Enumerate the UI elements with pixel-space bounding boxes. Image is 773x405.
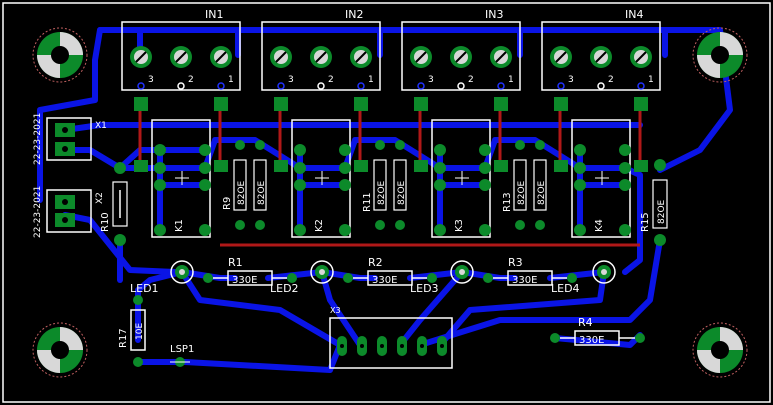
resistor-value: 10E [135,323,145,340]
led-ref: LED4 [551,282,580,295]
resistor-value: 330E [232,275,257,286]
resistor-ref: R1 [228,256,243,269]
speaker-ref: LSP1 [170,344,194,355]
led-1: LED1 [130,260,194,295]
resistor-ref: R11 [362,192,373,212]
resistor-value: 82OE [657,199,667,224]
relay-ref: K2 [314,219,325,232]
resistor-value: 82OE [257,180,267,205]
connector-ref: X2 [95,192,105,204]
mount-hole-bottom-left [32,322,88,378]
pin-number: 3 [148,75,154,85]
relay-ref: K3 [454,219,465,232]
resistor-r1: 330E R1 [203,256,297,286]
connector-date: 22-23-2021 [33,113,43,165]
mount-hole-top-left [32,27,88,83]
led-3: LED3 [410,260,474,295]
pin-number: 2 [608,75,614,85]
connector-ref: X3 [330,306,341,315]
speaker-lsp1: LSP1 [170,344,194,367]
terminal-block-in3: IN3 3 2 1 [401,8,521,111]
resistor-r2: 330E R2 [343,256,437,286]
pin-number: 2 [468,75,474,85]
resistor-r13: 82OE 82OE R13 [502,140,547,230]
resistor-r10: R10 [100,162,128,246]
relay-k4: K4 [554,119,648,238]
mounting-holes [32,27,748,378]
relay-k2: K2 [274,119,368,238]
resistor-ref: R9 [222,197,233,210]
pin-number: 1 [228,75,234,85]
resistor-r4: 330E R4 [550,316,645,346]
resistor-ref: R10 [100,212,111,232]
terminal-block-in1: IN1 3 2 1 [121,8,241,111]
mount-hole-bottom-right [692,322,748,378]
mount-hole-top-right [692,27,748,83]
pin-number: 1 [368,75,374,85]
terminal-block-in4: IN4 3 2 1 [541,8,661,111]
relay-ref: K4 [594,219,605,232]
pin-number: 1 [648,75,654,85]
terminal-label: IN3 [485,8,503,21]
resistor-r11: 82OE 82OE R11 [362,140,407,230]
resistor-ref: R2 [368,256,383,269]
resistor-ref: R4 [578,316,593,329]
connector-x3: X3 [329,306,453,369]
resistor-ref: R17 [118,328,129,348]
relay-k1: K1 [134,119,228,238]
resistor-value: 330E [512,275,537,286]
led-4: LED4 [551,260,616,295]
terminal-label: IN4 [625,8,643,21]
resistor-value: 82OE [377,180,387,205]
resistor-r15: 82OE R15 [640,159,668,246]
led-ref: LED1 [130,282,159,295]
pin-number: 2 [188,75,194,85]
resistor-r17: 10E R17 [118,295,146,367]
led-ref: LED2 [270,282,299,295]
resistor-value: 330E [372,275,397,286]
led-2: LED2 [270,260,334,295]
resistor-r3: 330E R3 [483,256,577,286]
terminal-block-in2: IN2 3 2 1 [261,8,381,111]
resistor-value: 330E [579,335,604,346]
resistor-value: 82OE [517,180,527,205]
pin-number: 3 [428,75,434,85]
pin-number: 3 [568,75,574,85]
relay-k3: K3 [414,119,508,238]
terminal-label: IN1 [205,8,223,21]
resistor-value: 82OE [237,180,247,205]
relay-ref: K1 [174,219,185,232]
pin-number: 3 [288,75,294,85]
connector-date: 22-23-2021 [33,186,43,238]
pin-number: 1 [508,75,514,85]
connector-x2: X2 22-23-2021 [33,186,105,238]
resistor-ref: R3 [508,256,523,269]
resistor-r9: 82OE 82OE R9 [222,140,267,230]
resistor-ref: R15 [640,212,651,232]
resistor-ref: R13 [502,192,513,212]
terminal-label: IN2 [345,8,363,21]
connector-ref: X1 [95,121,107,131]
resistor-value: 82OE [537,180,547,205]
led-ref: LED3 [410,282,439,295]
resistor-value: 82OE [397,180,407,205]
connector-x1: X1 22-23-2021 [33,113,107,165]
top-copper-traces [138,105,642,247]
pin-number: 2 [328,75,334,85]
